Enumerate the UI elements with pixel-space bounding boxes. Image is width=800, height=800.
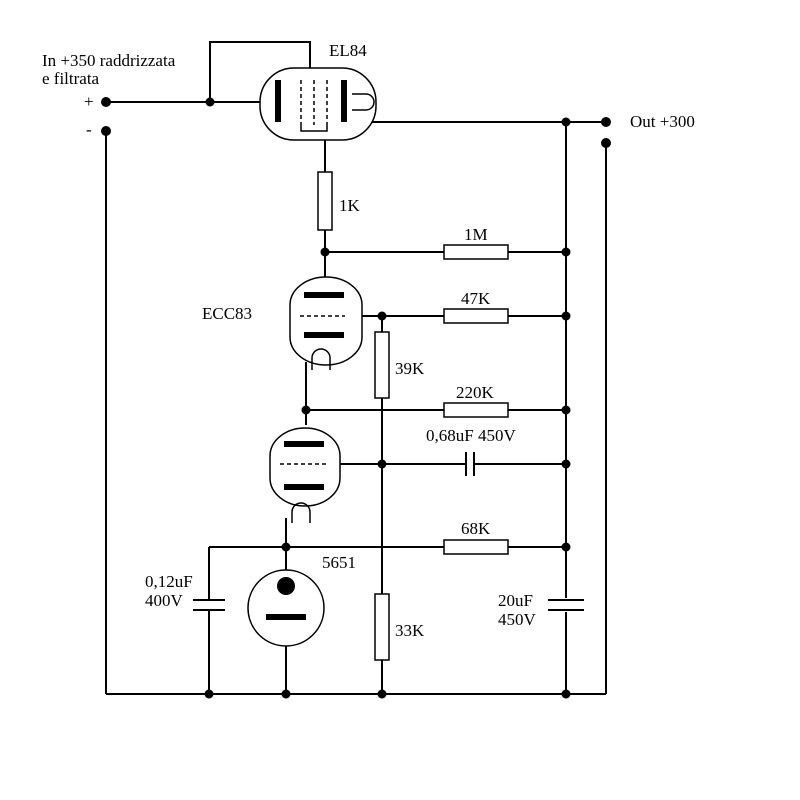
resistor-47k: [443, 308, 509, 324]
resistor-1m: [443, 244, 509, 260]
minus-sign-label: -: [86, 120, 92, 139]
r-39k-label: 39K: [395, 359, 425, 378]
input-minus-terminal[interactable]: [101, 126, 111, 136]
capacitor-012uf: [193, 599, 225, 611]
r-33k-label: 33K: [395, 621, 425, 640]
ecc83-lower-triode-symbol: [269, 427, 341, 523]
r-220k-label: 220K: [456, 383, 495, 402]
input-plus-terminal[interactable]: [101, 97, 111, 107]
r-68k-label: 68K: [461, 519, 491, 538]
c-068-label: 0,68uF 450V: [426, 426, 516, 445]
r-47k-label: 47K: [461, 289, 491, 308]
resistor-39k: [374, 331, 390, 399]
input-label-line2: e filtrata: [42, 69, 100, 88]
ecc83-label: ECC83: [202, 304, 252, 323]
c-20-label-line1: 20uF: [498, 591, 533, 610]
el84-tube-symbol: [259, 67, 377, 141]
5651-reference-tube-symbol: [247, 569, 325, 647]
wires: [105, 41, 607, 695]
input-label-line1: In +350 raddrizzata: [42, 51, 176, 70]
ecc83-upper-triode-symbol: [289, 276, 363, 370]
c-20-label-line2: 450V: [498, 610, 537, 629]
capacitor-068uf: [465, 452, 475, 476]
resistor-33k: [374, 593, 390, 661]
output-label: Out +300: [630, 112, 695, 131]
r-1m-label: 1M: [464, 225, 488, 244]
plus-sign-label: +: [84, 92, 94, 111]
c-012-label-line2: 400V: [145, 591, 184, 610]
junction-dots: [204, 97, 571, 699]
resistor-220k: [443, 402, 509, 418]
resistor-68k: [443, 539, 509, 555]
resistor-1k: [317, 171, 333, 231]
el84-label: EL84: [329, 41, 367, 60]
capacitor-20uf: [548, 598, 584, 612]
5651-label: 5651: [322, 553, 356, 572]
output-plus-terminal[interactable]: [601, 117, 611, 127]
c-012-label-line1: 0,12uF: [145, 572, 193, 591]
r-1k-label: 1K: [339, 196, 361, 215]
output-minus-terminal[interactable]: [601, 138, 611, 148]
